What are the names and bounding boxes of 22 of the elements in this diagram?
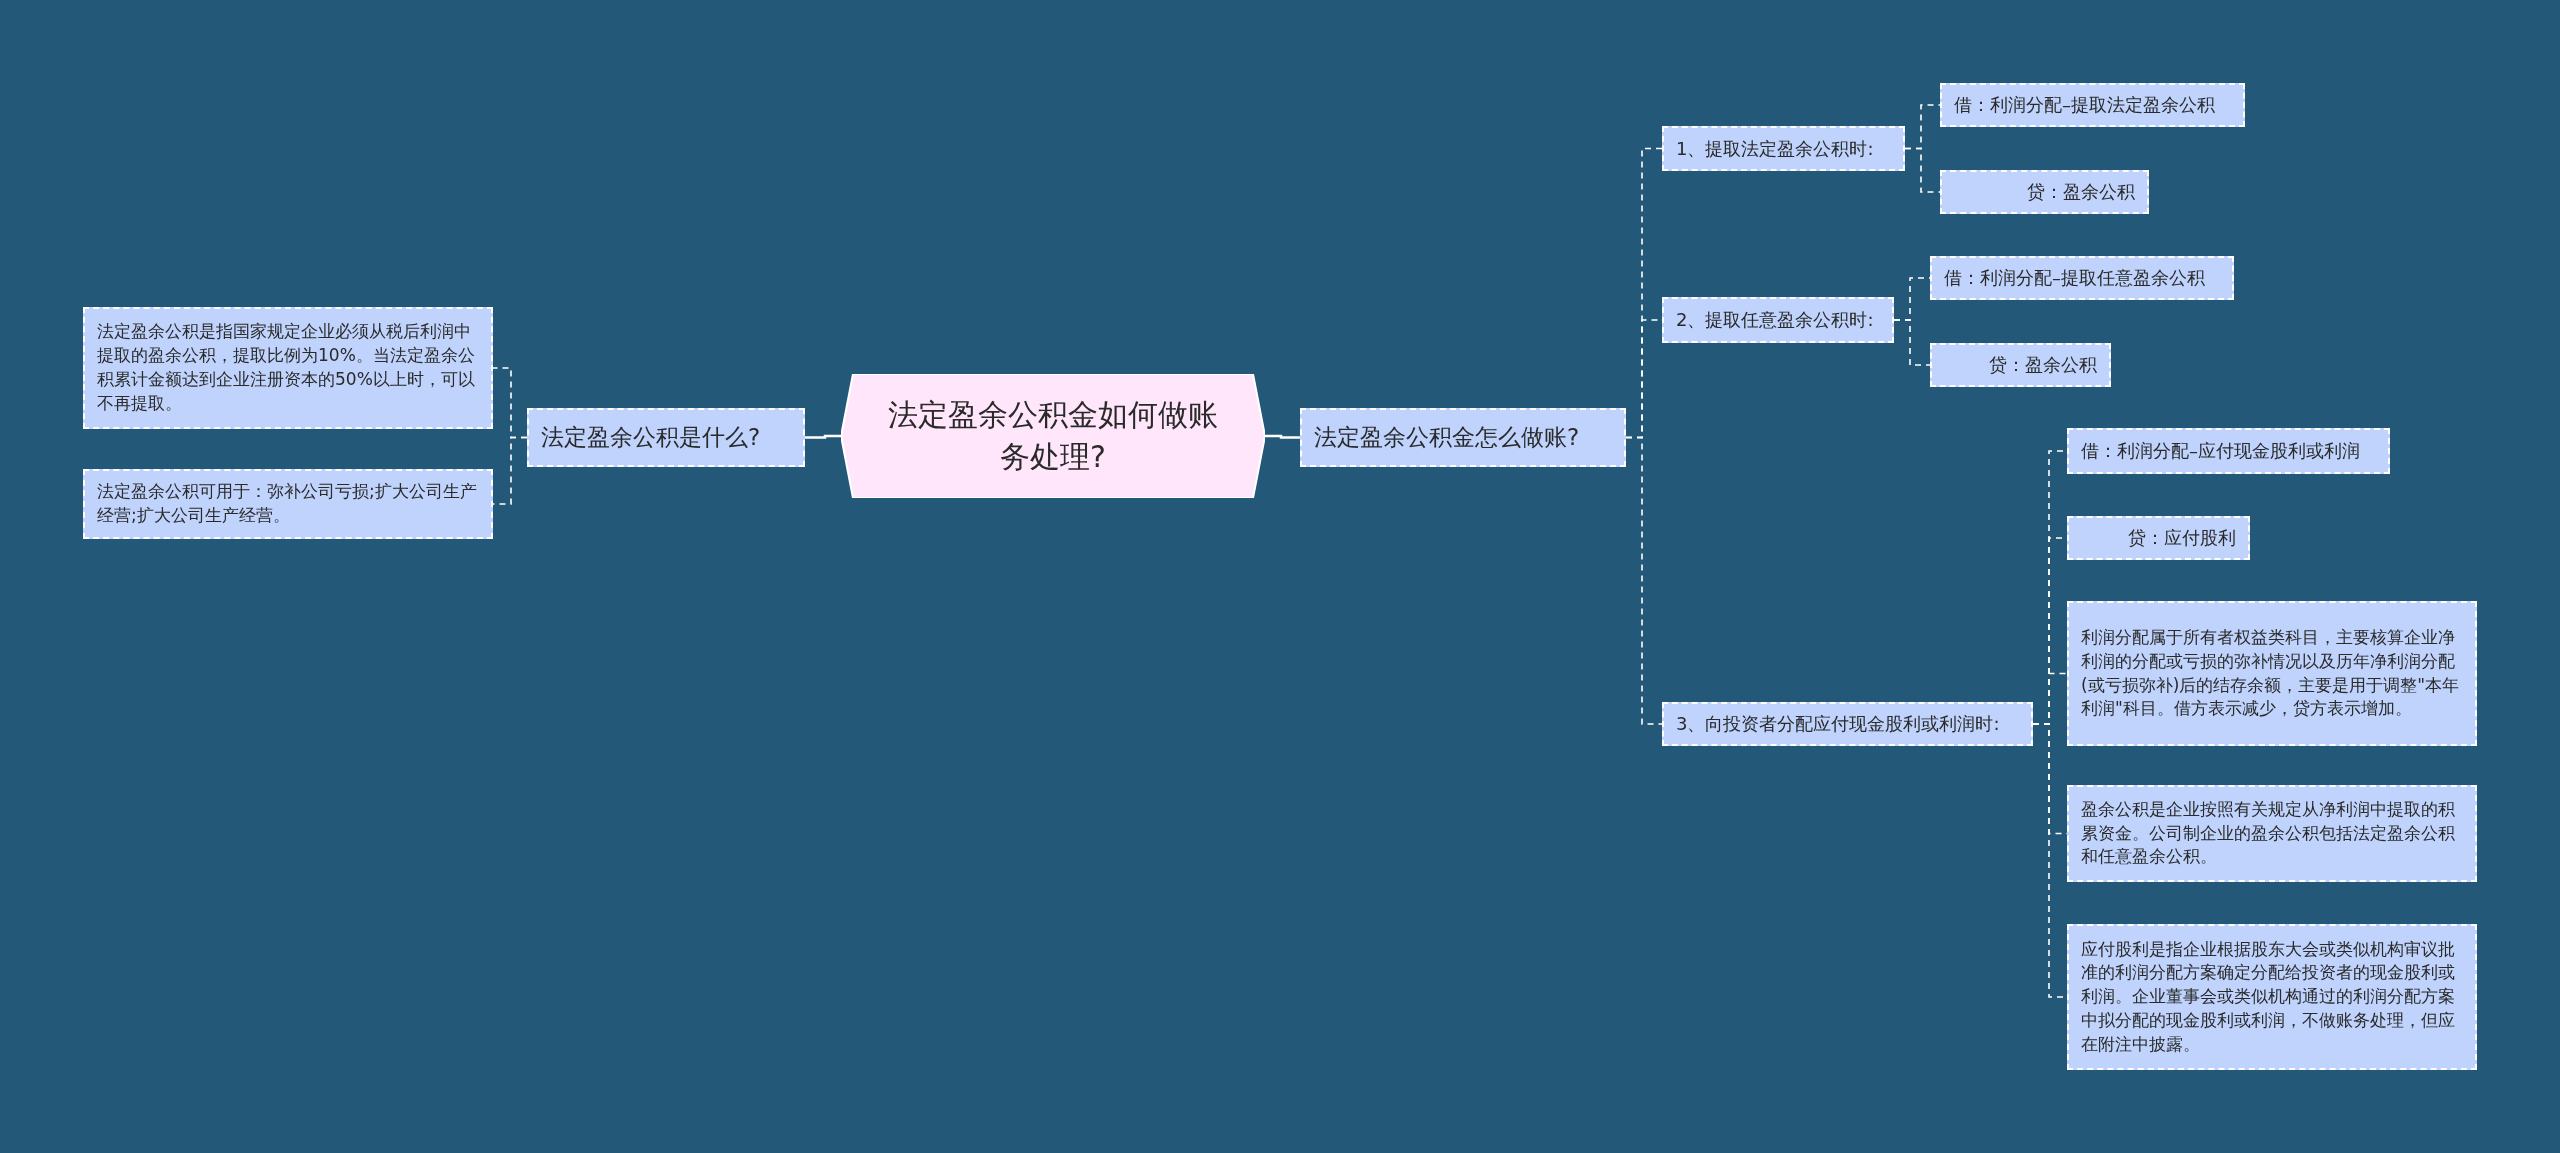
connector-line: [1265, 434, 1300, 439]
topic-box: 法定盈余公积是指国家规定企业必须从税后利润中提取的盈余公积，提取比例为10%。当法定盈余公积累计金额达到企业注册资本的50%以上时，可以不再提取。: [83, 307, 493, 429]
topic-box: 借：利润分配–应付现金股利或利润: [2067, 428, 2390, 474]
topic-box: 法定盈余公积金怎么做账?: [1300, 408, 1626, 467]
topic-box: 借：利润分配–提取法定盈余公积: [1940, 83, 2245, 127]
connector-line: [805, 434, 841, 439]
topic-box: 借：利润分配–提取任意盈余公积: [1930, 256, 2234, 300]
topic-box: 贷：盈余公积: [1930, 343, 2111, 387]
topic-box: 法定盈余公积可用于：弥补公司亏损;扩大公司生产经营;扩大公司生产经营。: [83, 469, 493, 539]
topic-box: 2、提取任意盈余公积时:: [1662, 297, 1894, 343]
topic-box: 贷：盈余公积: [1940, 170, 2149, 214]
connector-line: [1904, 147, 1941, 193]
topic-box: 1、提取法定盈余公积时:: [1662, 126, 1905, 171]
connector-line: [1893, 319, 1931, 366]
topic-box: 利润分配属于所有者权益类科目，主要核算企业净利润的分配或亏损的弥补情况以及历年净利润分配(或亏损弥补)后的结存余额，主要是用于调整"本年利润"科目。借方表示减少，贷方表示增加。: [2067, 601, 2477, 746]
topic-box: 3、向投资者分配应付现金股利或利润时:: [1662, 702, 2033, 746]
central-topic-hexagon: 法定盈余公积金如何做账务处理?: [841, 374, 1265, 498]
topic-box: 应付股利是指企业根据股东大会或类似机构审议批准的利润分配方案确定分配给投资者的现金股利或利润。企业董事会或类似机构通过的利润分配方案中拟分配的现金股利或利润，不做账务处理，但应在附注中披露。: [2067, 924, 2477, 1070]
connector-line: [1625, 436, 1663, 725]
topic-box: 贷：应付股利: [2067, 516, 2250, 560]
topic-box: 盈余公积是企业按照有关规定从净利润中提取的积累资金。公司制企业的盈余公积包括法定盈余公积和任意盈余公积。: [2067, 785, 2477, 882]
topic-box: 法定盈余公积是什么?: [527, 408, 805, 467]
